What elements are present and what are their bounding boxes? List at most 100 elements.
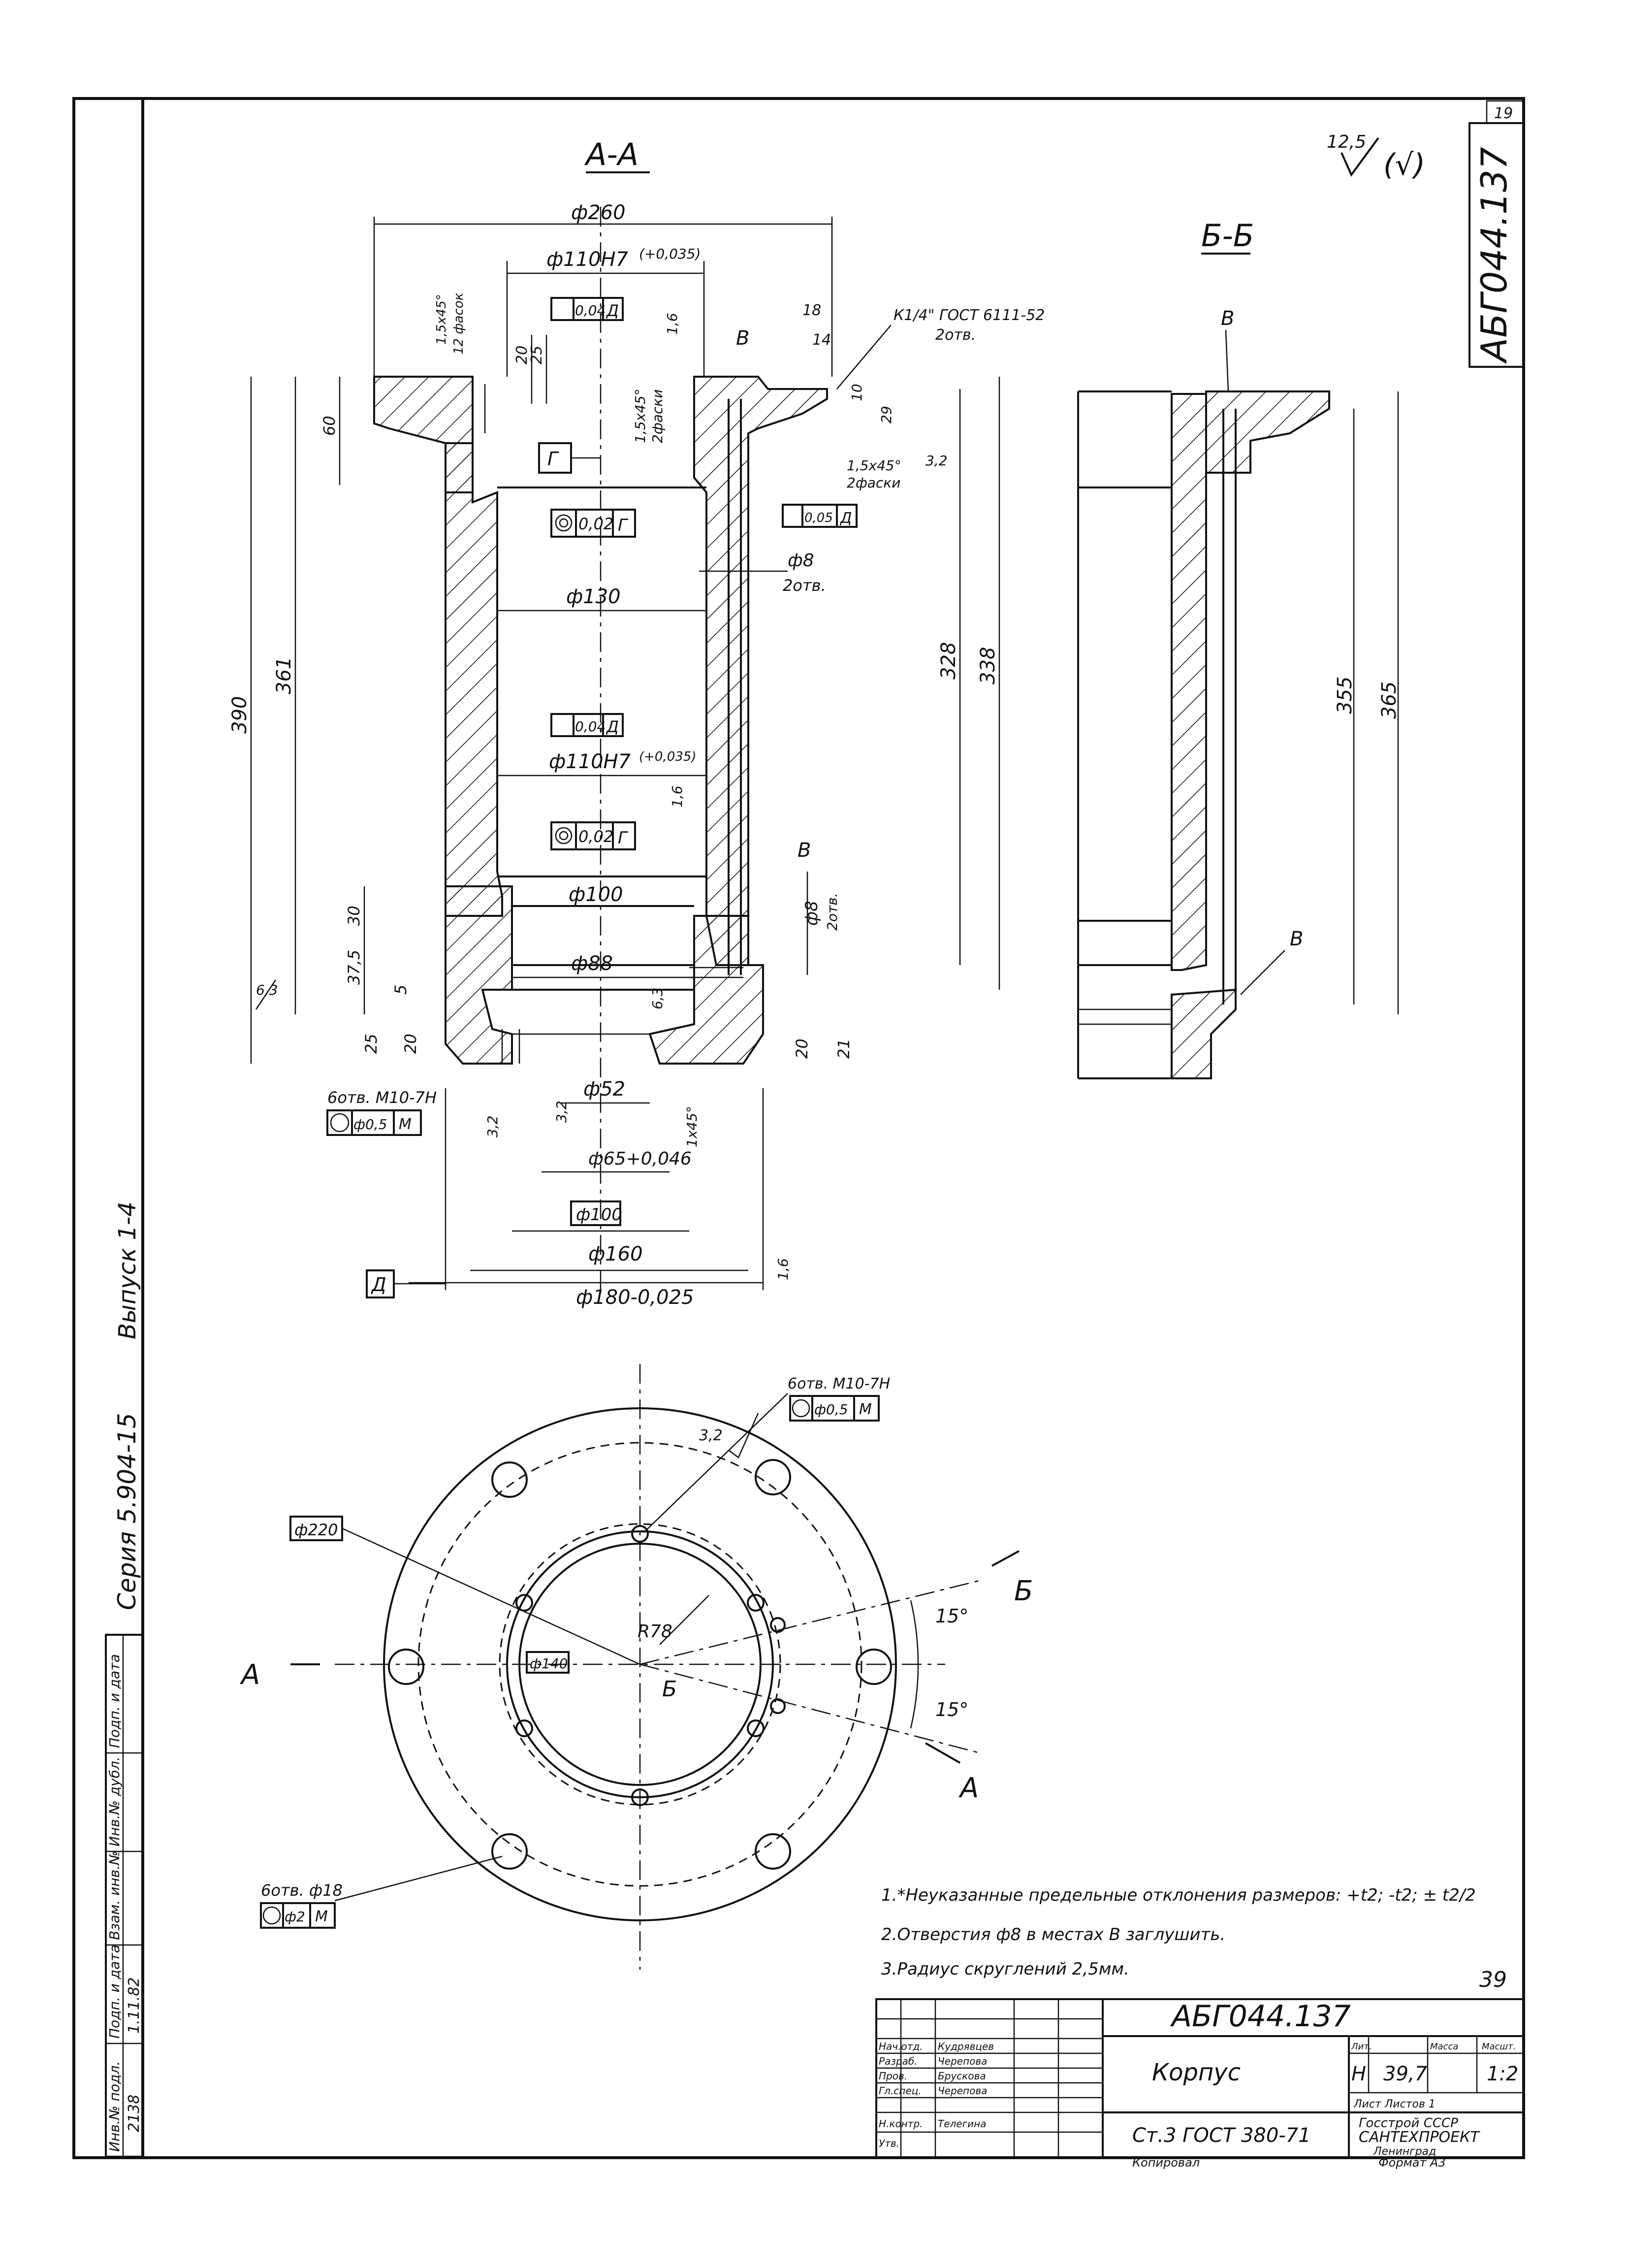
svg-text:15°: 15° — [935, 1699, 968, 1720]
position-frame-plan-m10 — [789, 1395, 880, 1422]
roughness-general: 12,5 (√) — [1327, 132, 1425, 182]
svg-text:Г: Г — [547, 448, 559, 470]
title-block: Нач.отд. Разраб. Пров. Гл.спец. Н.контр.… — [875, 1998, 1525, 2170]
svg-text:5: 5 — [391, 985, 410, 995]
title-lit: Н — [1351, 2063, 1366, 2085]
svg-text:(+0,035): (+0,035) — [639, 749, 697, 764]
svg-text:37,5: 37,5 — [345, 950, 363, 985]
svg-text:14: 14 — [812, 331, 831, 349]
svg-text:Масса: Масса — [1430, 2041, 1458, 2052]
strip-cell-dup: Инв.№ дубл. — [106, 1756, 123, 1847]
dim-d140-box — [526, 1651, 570, 1674]
strip-date: 1.11.82 — [126, 1977, 143, 2034]
svg-text:Кудрявцев: Кудрявцев — [938, 2041, 994, 2052]
svg-text:Разраб.: Разраб. — [879, 2055, 918, 2067]
svg-text:1,6: 1,6 — [664, 313, 680, 335]
svg-text:Формат А3: Формат А3 — [1378, 2156, 1446, 2170]
runout-frame-top — [550, 297, 624, 321]
svg-text:3,2: 3,2 — [553, 1101, 570, 1123]
svg-text:Б: Б — [662, 1677, 677, 1702]
position-frame-m10 — [326, 1109, 422, 1136]
coaxiality-frame-a — [550, 509, 636, 538]
svg-text:6отв. М10-7Н: 6отв. М10-7Н — [327, 1088, 437, 1107]
title-part-name: Корпус — [1152, 2059, 1241, 2086]
series-label: Серия 5.904-15 — [113, 1413, 141, 1610]
svg-text:0,05: 0,05 — [804, 511, 833, 525]
title-scale: 1:2 — [1487, 2063, 1518, 2085]
svg-text:Черепова: Черепова — [938, 2085, 987, 2097]
strip-inv-number: 2138 — [126, 2095, 143, 2132]
svg-text:3,2: 3,2 — [699, 1427, 723, 1444]
svg-text:29: 29 — [878, 406, 894, 423]
svg-text:21: 21 — [834, 1038, 853, 1059]
svg-text:2отв.: 2отв. — [824, 893, 840, 931]
strip-cell-inv-orig: Инв.№ подл. — [106, 2061, 123, 2152]
svg-text:1,5х45°: 1,5х45° — [632, 389, 648, 443]
svg-text:6,3: 6,3 — [649, 987, 666, 1009]
svg-text:0,04: 0,04 — [575, 718, 606, 735]
svg-text:Брускова: Брускова — [938, 2070, 986, 2082]
svg-text:ф0,5: ф0,5 — [353, 1116, 387, 1133]
svg-text:ф8: ф8 — [802, 901, 822, 926]
svg-text:12 фасок: 12 фасок — [451, 292, 466, 355]
svg-text:6отв. М10-7Н: 6отв. М10-7Н — [788, 1375, 890, 1393]
svg-text:Черепова: Черепова — [938, 2055, 987, 2067]
svg-text:0,02: 0,02 — [578, 827, 613, 846]
dim-d110-top-tol: (+0,035) — [639, 246, 701, 262]
svg-text:ф110Н7: ф110Н7 — [549, 750, 631, 773]
svg-text:В: В — [1221, 307, 1234, 330]
position-frame-d18 — [260, 1902, 336, 1929]
svg-text:ф140: ф140 — [530, 1655, 568, 1672]
coaxiality-frame-b — [550, 821, 636, 850]
sheet-number-corner: 39 — [1479, 1967, 1507, 1992]
svg-text:ф220: ф220 — [294, 1521, 338, 1539]
svg-text:6отв. ф18: 6отв. ф18 — [261, 1881, 343, 1900]
dim-h338: 338 — [977, 647, 999, 684]
note-3: 3.Радиус скруглений 2,5мм. — [881, 1959, 1129, 1979]
svg-text:Копировал: Копировал — [1132, 2156, 1200, 2170]
roughness-rest: (√) — [1383, 148, 1425, 182]
svg-text:2фаски: 2фаски — [649, 389, 666, 443]
svg-text:20: 20 — [513, 346, 531, 364]
svg-text:В: В — [798, 839, 811, 862]
svg-text:3,2: 3,2 — [484, 1115, 501, 1137]
svg-text:ф65+0,046: ф65+0,046 — [588, 1149, 692, 1169]
dim-d100-box — [570, 1200, 621, 1226]
svg-text:Д: Д — [371, 1274, 386, 1296]
svg-text:А: А — [958, 1772, 979, 1804]
svg-text:25: 25 — [528, 346, 545, 364]
svg-text:3,2: 3,2 — [926, 453, 948, 469]
svg-text:Утв.: Утв. — [879, 2138, 899, 2149]
note-1: 1.*Неуказанные предельные отклонения раз… — [881, 1885, 1476, 1905]
svg-text:САНТЕХПРОЕКТ: САНТЕХПРОЕКТ — [1359, 2129, 1480, 2146]
svg-text:Масшт.: Масшт. — [1482, 2041, 1516, 2052]
svg-text:Д: Д — [606, 301, 619, 320]
svg-text:М: М — [315, 1908, 328, 1925]
runout-frame-mid — [550, 713, 624, 737]
svg-text:Пров.: Пров. — [879, 2070, 907, 2082]
svg-text:Гл.спец.: Гл.спец. — [879, 2085, 922, 2097]
svg-text:1,5х45°: 1,5х45° — [434, 294, 449, 345]
svg-text:6,3: 6,3 — [256, 982, 278, 998]
svg-text:60: 60 — [320, 416, 339, 436]
svg-text:R78: R78 — [638, 1621, 672, 1642]
svg-text:Госстрой СССР: Госстрой СССР — [1359, 2116, 1458, 2131]
svg-text:1,5х45°: 1,5х45° — [847, 457, 901, 474]
svg-text:ф52: ф52 — [583, 1078, 625, 1101]
svg-text:ф88: ф88 — [571, 952, 613, 975]
svg-text:1,6: 1,6 — [775, 1258, 791, 1280]
svg-text:ф0,5: ф0,5 — [814, 1401, 848, 1418]
title-mass: 39,7 — [1383, 2063, 1428, 2085]
svg-text:Ленинград: Ленинград — [1373, 2145, 1436, 2158]
svg-text:ф160: ф160 — [588, 1243, 643, 1265]
strip-cell-sign-1: Подп. и дата — [106, 1944, 123, 2039]
svg-text:Н.контр.: Н.контр. — [879, 2118, 923, 2130]
dim-h355: 355 — [1334, 677, 1356, 714]
page-number: 19 — [1494, 105, 1513, 122]
dim-h328: 328 — [937, 642, 960, 680]
svg-text:К1/4" ГОСТ 6111-52: К1/4" ГОСТ 6111-52 — [894, 307, 1045, 324]
svg-text:В: В — [1290, 928, 1303, 950]
section-bb: Б-Б 355 365 В В — [1077, 218, 1401, 1079]
svg-text:Г: Г — [618, 516, 629, 535]
svg-text:ф8: ф8 — [788, 551, 814, 571]
